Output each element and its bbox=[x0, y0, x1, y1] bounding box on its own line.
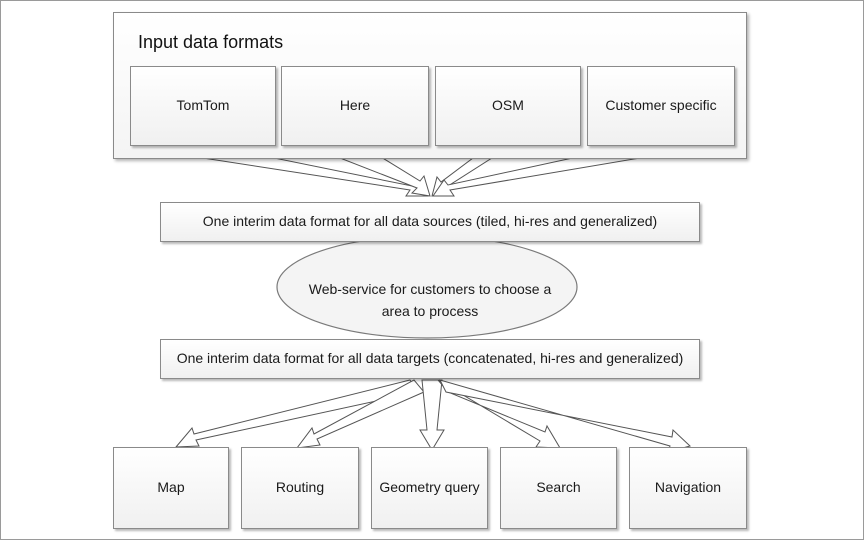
input-format-tomtom: TomTom bbox=[130, 66, 276, 146]
arrow-interim-to-map bbox=[174, 379, 419, 448]
arrow-interim-to-navigation bbox=[439, 379, 691, 453]
output-map: Map bbox=[113, 447, 229, 529]
input-formats-title: Input data formats bbox=[138, 32, 284, 52]
input-format-here: Here bbox=[281, 66, 429, 146]
output-search: Search bbox=[500, 447, 617, 529]
arrow-interim-to-search bbox=[437, 379, 561, 449]
input-format-customer-specific: Customer specific bbox=[587, 66, 735, 146]
arrow-interim-to-geometry bbox=[419, 379, 445, 451]
web-service-label: Web-service for customers to choose a ar… bbox=[280, 265, 580, 337]
output-routing: Routing bbox=[241, 447, 359, 529]
interim-targets-box: One interim data format for all data tar… bbox=[160, 339, 700, 379]
input-format-osm: OSM bbox=[435, 66, 581, 146]
arrow-interim-to-routing bbox=[295, 379, 425, 449]
output-geometry-query: Geometry query bbox=[371, 447, 488, 529]
arrow-here-to-interim bbox=[339, 148, 431, 197]
web-service-text: Web-service for customers to choose a ar… bbox=[308, 281, 552, 319]
interim-sources-box: One interim data format for all data sou… bbox=[160, 202, 700, 242]
output-navigation: Navigation bbox=[629, 447, 747, 529]
